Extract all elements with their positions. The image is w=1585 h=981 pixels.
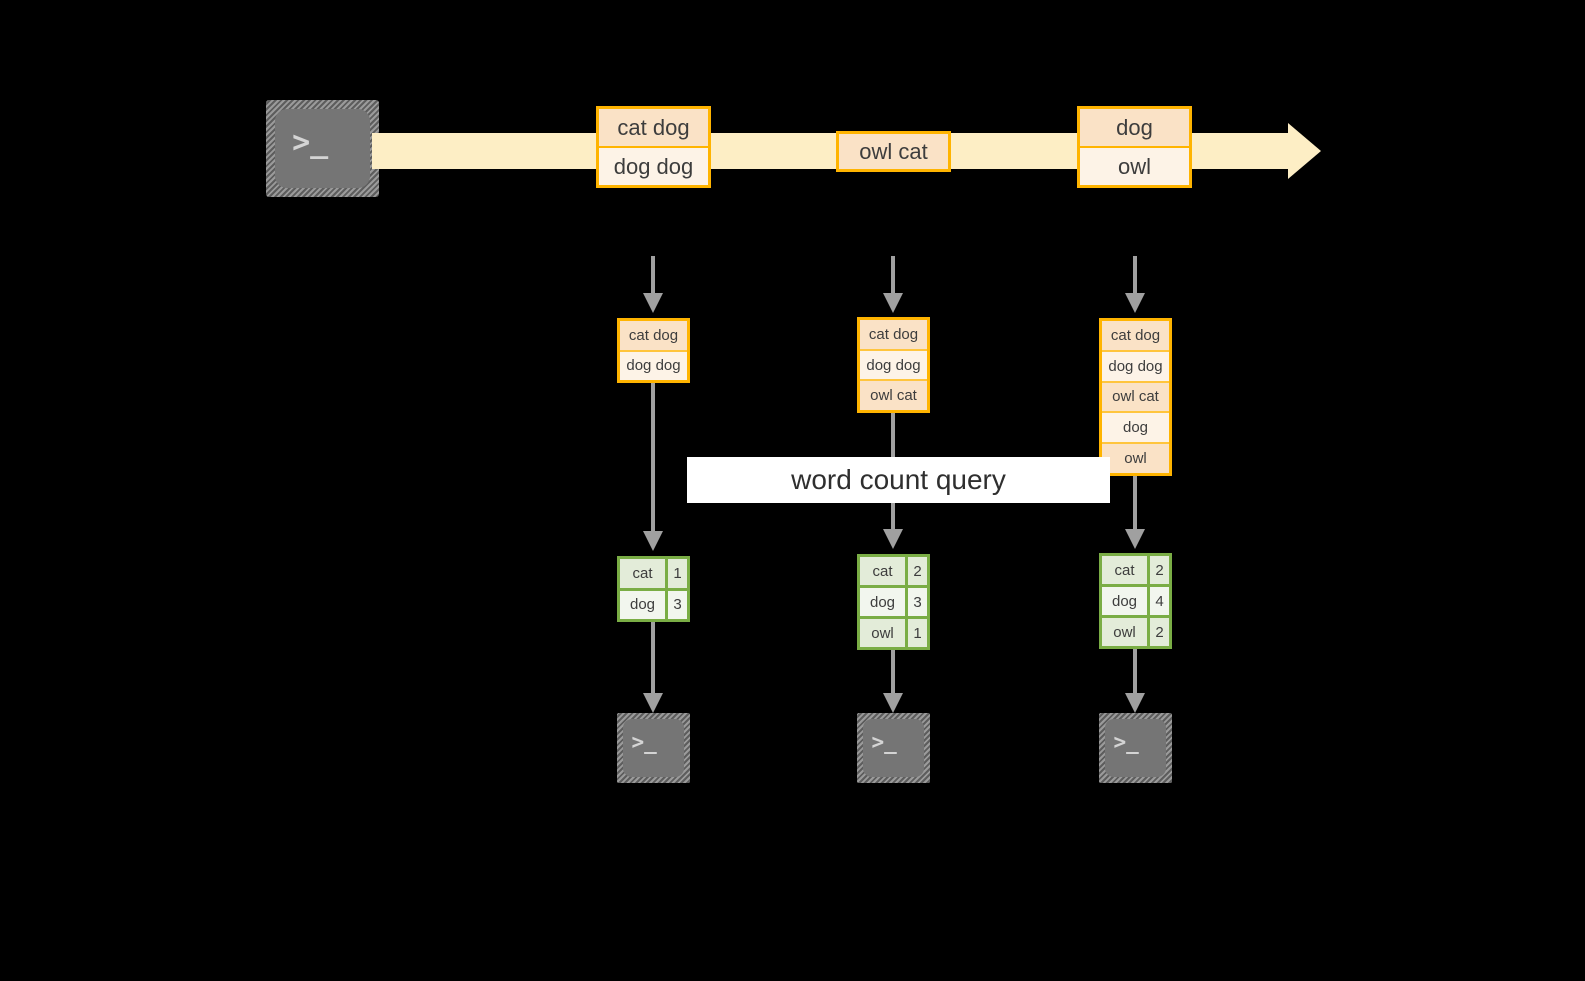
stream-to-snapshot-arrowhead xyxy=(643,293,663,313)
snapshot-line: owl cat xyxy=(1102,380,1169,412)
terminal-prompt-glyph: >_ xyxy=(1113,729,1139,754)
result-word: dog xyxy=(1102,587,1147,615)
stream-to-snapshot-connector xyxy=(651,256,655,294)
result-count: 1 xyxy=(665,559,687,588)
snapshot-line: dog dog xyxy=(620,349,687,380)
result-count: 3 xyxy=(665,590,687,619)
result-word: owl xyxy=(1102,618,1147,646)
snapshot-to-result-arrowhead xyxy=(643,531,663,551)
table-row: cat 1 xyxy=(620,559,687,588)
result-word: cat xyxy=(1102,556,1147,584)
snapshot-line: owl cat xyxy=(860,379,927,411)
result-count: 2 xyxy=(1147,556,1169,584)
snapshot-line: dog dog xyxy=(1102,349,1169,381)
stream-event-box[interactable]: owl cat xyxy=(836,131,951,172)
table-row: dog 3 xyxy=(860,585,927,616)
result-count: 2 xyxy=(905,557,927,585)
terminal-screen: >_ xyxy=(275,109,370,188)
result-to-sink-connector xyxy=(891,650,895,696)
query-label: word count query xyxy=(687,457,1110,503)
table-row: dog 3 xyxy=(620,587,687,619)
snapshot-box[interactable]: cat dog dog dog owl cat dog owl xyxy=(1099,318,1172,476)
sink-terminal-icon[interactable]: >_ xyxy=(617,713,690,783)
snapshot-line: cat dog xyxy=(620,321,687,350)
result-table[interactable]: cat 2 dog 4 owl 2 xyxy=(1099,553,1172,649)
stream-to-snapshot-connector xyxy=(1133,256,1137,294)
terminal-prompt-glyph: >_ xyxy=(631,729,657,754)
snapshot-line: cat dog xyxy=(1102,321,1169,350)
result-count: 1 xyxy=(905,619,927,647)
result-word: dog xyxy=(620,590,665,619)
snapshot-line: dog dog xyxy=(860,348,927,380)
snapshot-box[interactable]: cat dog dog dog xyxy=(617,318,690,383)
stream-to-snapshot-arrowhead xyxy=(883,293,903,313)
snapshot-box[interactable]: cat dog dog dog owl cat xyxy=(857,317,930,413)
result-to-sink-arrowhead xyxy=(883,693,903,713)
stream-arrow-head xyxy=(1288,123,1321,179)
snapshot-to-result-arrowhead xyxy=(1125,529,1145,549)
result-count: 4 xyxy=(1147,587,1169,615)
result-to-sink-arrowhead xyxy=(1125,693,1145,713)
sink-terminal-icon[interactable]: >_ xyxy=(857,713,930,783)
result-table[interactable]: cat 2 dog 3 owl 1 xyxy=(857,554,930,650)
terminal-screen: >_ xyxy=(863,719,924,777)
stream-event-box[interactable]: cat dog dog dog xyxy=(596,106,711,188)
snapshot-line: cat dog xyxy=(860,320,927,349)
result-to-sink-arrowhead xyxy=(643,693,663,713)
table-row: owl 2 xyxy=(1102,615,1169,646)
snapshot-to-result-connector xyxy=(651,383,655,533)
result-word: owl xyxy=(860,619,905,647)
stream-event-line: dog dog xyxy=(599,146,708,185)
result-count: 2 xyxy=(1147,618,1169,646)
stream-event-line: owl xyxy=(1080,146,1189,185)
snapshot-line: owl xyxy=(1102,442,1169,473)
result-table[interactable]: cat 1 dog 3 xyxy=(617,556,690,622)
result-to-sink-connector xyxy=(651,622,655,696)
table-row: dog 4 xyxy=(1102,584,1169,615)
result-word: dog xyxy=(860,588,905,616)
stream-event-line: owl cat xyxy=(839,134,948,169)
stream-event-line: dog xyxy=(1080,109,1189,146)
query-label-text: word count query xyxy=(791,464,1006,495)
table-row: cat 2 xyxy=(1102,556,1169,584)
snapshot-to-result-connector xyxy=(1133,476,1137,531)
result-to-sink-connector xyxy=(1133,649,1137,696)
stream-to-snapshot-connector xyxy=(891,256,895,294)
stream-event-box[interactable]: dog owl xyxy=(1077,106,1192,188)
terminal-prompt-glyph: >_ xyxy=(292,124,329,160)
snapshot-to-result-arrowhead xyxy=(883,529,903,549)
sink-terminal-icon[interactable]: >_ xyxy=(1099,713,1172,783)
terminal-prompt-glyph: >_ xyxy=(871,729,897,754)
result-count: 3 xyxy=(905,588,927,616)
terminal-screen: >_ xyxy=(623,719,684,777)
result-word: cat xyxy=(620,559,665,588)
table-row: owl 1 xyxy=(860,616,927,647)
stream-event-line: cat dog xyxy=(599,109,708,146)
snapshot-line: dog xyxy=(1102,411,1169,443)
result-word: cat xyxy=(860,557,905,585)
terminal-screen: >_ xyxy=(1105,719,1166,777)
table-row: cat 2 xyxy=(860,557,927,585)
source-terminal-icon[interactable]: >_ xyxy=(266,100,379,197)
stream-to-snapshot-arrowhead xyxy=(1125,293,1145,313)
